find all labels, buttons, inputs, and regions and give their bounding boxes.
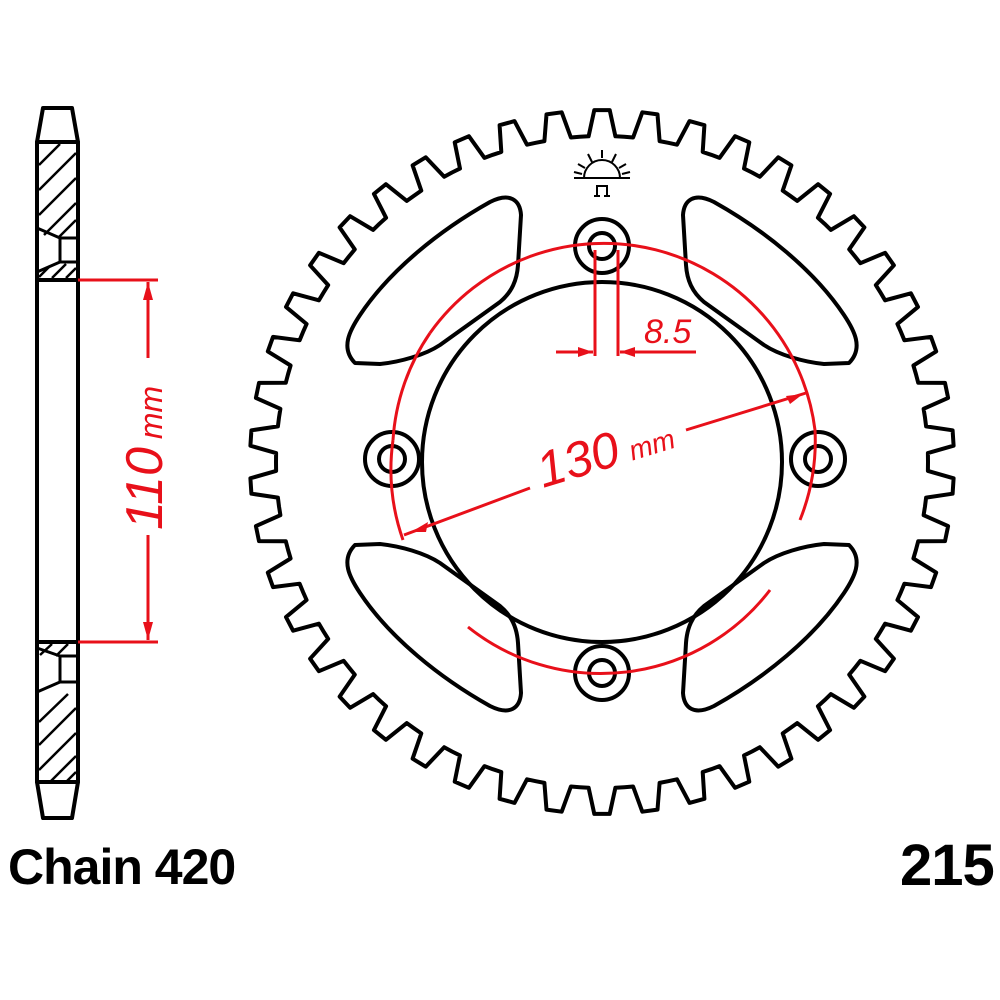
- part-number-label: 215: [900, 833, 995, 898]
- hub-height-value: 110mm: [116, 386, 174, 530]
- center-bore: [420, 280, 784, 644]
- pcd-dimension: [389, 241, 817, 676]
- teeth-outline: [248, 108, 956, 816]
- sun-logo-icon: [573, 150, 631, 197]
- side-view: [35, 106, 80, 820]
- hub-height-dimension: [78, 278, 158, 644]
- cutouts: [345, 195, 859, 713]
- front-view: [248, 108, 956, 816]
- pcd-arc: [428, 241, 817, 676]
- hatch-top: [38, 143, 77, 279]
- pcd-value: 130mm: [530, 404, 680, 499]
- hatch-bottom: [38, 643, 77, 783]
- chain-size-label: Chain 420: [8, 839, 236, 895]
- bolt-hole-value: 8.5: [644, 313, 691, 351]
